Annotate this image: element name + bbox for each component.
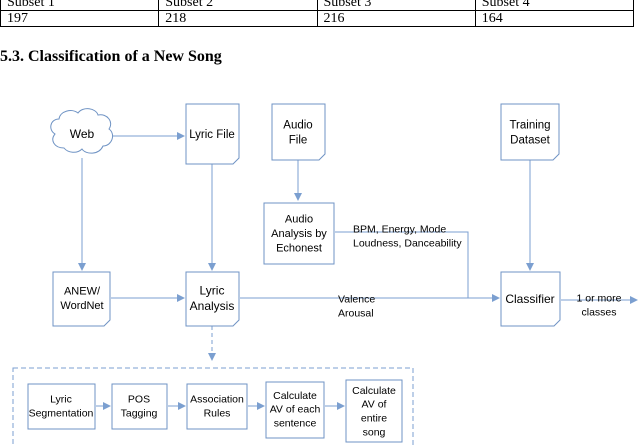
label-line: AV of each <box>270 404 321 416</box>
lyric-analysis-subprocess-group <box>12 367 414 446</box>
calc-av-sentence-label: Calculate AV of each sentence <box>270 390 321 430</box>
label-line: Audio <box>285 213 313 225</box>
output-classes-label: 1 or more classes <box>577 293 622 319</box>
label-line: entire <box>361 413 387 425</box>
label-line: WordNet <box>60 300 103 312</box>
label-line: Lyric File <box>189 129 235 141</box>
document-icon <box>52 271 111 327</box>
lyric-file-node: Lyric File <box>185 103 240 165</box>
calc-av-song-label: Calculate AV of entire song <box>352 385 396 439</box>
anew-wordnet-label: ANEW/WordNet <box>60 286 103 313</box>
cloud-icon <box>50 108 114 154</box>
section-heading: 5.3. Classification of a New Song <box>0 48 222 65</box>
label-line: Calculate <box>352 385 396 397</box>
label-line: Segmentation <box>29 408 94 420</box>
label-line: ANEW/ <box>64 286 101 298</box>
label-line: Echonest <box>276 242 322 254</box>
table-cell: 218 <box>158 10 318 27</box>
pos-tagging-node: POS Tagging <box>111 383 168 430</box>
table-cell: 164 <box>474 10 635 27</box>
classifier-label: Classifier <box>505 292 554 306</box>
document-icon <box>500 103 560 161</box>
label-line: song <box>363 427 386 439</box>
label-line: Dataset <box>510 135 550 147</box>
label-line: sentence <box>274 418 317 430</box>
subset-table: Subset 1 Subset 2 Subset 3 Subset 4 197 … <box>0 0 635 27</box>
label-line: Rules <box>204 408 231 420</box>
label-line: File <box>289 135 308 147</box>
label-line: POS <box>128 394 150 406</box>
label-line: AV of <box>362 399 387 411</box>
pos-tagging-label: POS Tagging <box>121 394 158 420</box>
lyric-file-label: Lyric File <box>189 129 235 141</box>
document-icon <box>500 271 561 327</box>
label-line: Web <box>70 127 95 141</box>
label-line: classes <box>581 307 616 319</box>
web-node: Web <box>50 108 114 154</box>
label-line: Loudness, Danceability <box>353 238 462 250</box>
label-line: Calculate <box>273 390 317 402</box>
label-line: Lyric <box>50 394 72 406</box>
label-line: Tagging <box>121 408 158 420</box>
label-line: Association <box>190 394 244 406</box>
label-line: Training <box>509 119 550 131</box>
calc-av-sentence-node: Calculate AV of each sentence <box>265 381 325 439</box>
anew-wordnet-node: ANEW/WordNet <box>52 271 111 327</box>
label-line: Classifier <box>505 292 554 306</box>
document-icon <box>185 271 240 327</box>
document-icon <box>271 103 326 161</box>
document-icon <box>185 103 240 165</box>
label-line: Audio <box>283 119 312 131</box>
label-line: Lyric <box>200 283 225 297</box>
web-label: Web <box>70 127 95 141</box>
calc-av-song-node: Calculate AV of entire song <box>345 379 403 443</box>
label-line: Analysis <box>190 299 235 313</box>
table-cell: 197 <box>0 10 160 27</box>
label-line: Valence <box>338 294 375 306</box>
classifier-node: Classifier <box>500 271 561 327</box>
label-line: 1 or more <box>577 293 622 305</box>
edges <box>78 132 638 410</box>
label-line: Arousal <box>338 308 374 320</box>
label-line: Analysis by <box>271 228 327 240</box>
label-line: BPM, Energy, Mode <box>353 224 446 236</box>
table-row: 197 218 216 164 <box>0 10 635 27</box>
